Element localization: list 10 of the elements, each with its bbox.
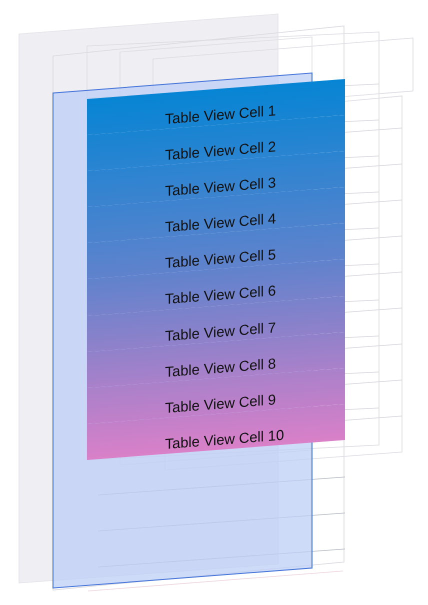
row-title: Table View Cell 6 [165, 284, 276, 310]
row-title: Table View Cell 9 [165, 392, 276, 418]
row-title: Table View Cell 5 [165, 248, 276, 274]
row-title: Table View Cell 2 [165, 139, 276, 166]
row-title: Table View Cell 10 [165, 428, 284, 454]
row-title: Table View Cell 3 [165, 176, 276, 202]
row-title: Table View Cell 8 [165, 356, 276, 382]
row-title: Table View Cell 4 [165, 212, 276, 238]
row-title: Table View Cell 7 [165, 320, 276, 346]
row-title: Table View Cell 1 [165, 103, 276, 129]
